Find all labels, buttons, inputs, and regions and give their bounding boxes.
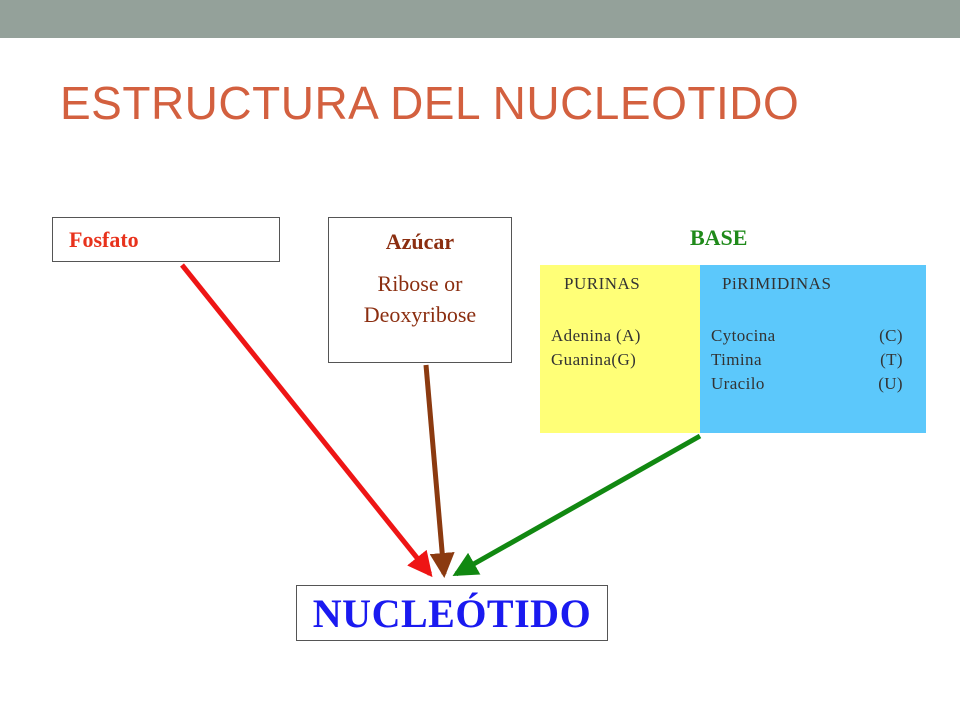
pirimidina-name: Cytocina bbox=[711, 326, 776, 345]
fosfato-label: Fosfato bbox=[69, 227, 139, 252]
pirimidina-uracilo: Uracilo (U) bbox=[711, 372, 903, 396]
purina-guanina: Guanina(G) bbox=[551, 350, 637, 369]
azucar-line-ribose: Ribose or bbox=[377, 271, 463, 296]
azucar-description: Ribose or Deoxyribose bbox=[329, 268, 511, 330]
arrow-fosfato bbox=[180, 263, 433, 578]
pirimidinas-panel: PiRIMIDINAS Cytocina (C) Timina (T) Urac… bbox=[700, 265, 926, 433]
nucleotido-box: NUCLEÓTIDO bbox=[296, 585, 608, 641]
nucleotido-label: NUCLEÓTIDO bbox=[312, 591, 592, 636]
arrow-base bbox=[452, 433, 702, 577]
slide-title: ESTRUCTURA DEL NUCLEOTIDO bbox=[60, 77, 800, 129]
pirimidina-name: Timina bbox=[711, 350, 762, 369]
fosfato-box: Fosfato bbox=[52, 217, 280, 262]
pirimidina-symbol: (T) bbox=[880, 350, 903, 369]
pirimidina-name: Uracilo bbox=[711, 374, 765, 393]
pirimidina-cytocina: Cytocina (C) bbox=[711, 324, 903, 348]
purinas-panel: PURINAS Adenina (A) Guanina(G) bbox=[540, 265, 700, 433]
pirimidina-timina: Timina (T) bbox=[711, 348, 903, 372]
purina-adenina: Adenina (A) bbox=[551, 326, 641, 345]
pirimidinas-header: PiRIMIDINAS bbox=[722, 274, 832, 293]
top-bar bbox=[0, 0, 960, 38]
purinas-list: Adenina (A) Guanina(G) bbox=[551, 324, 641, 372]
azucar-label: Azúcar bbox=[385, 229, 455, 254]
azucar-box: Azúcar Ribose or Deoxyribose bbox=[328, 217, 512, 363]
base-title: BASE bbox=[690, 225, 748, 250]
pirimidina-symbol: (C) bbox=[879, 326, 903, 345]
purinas-header: PURINAS bbox=[564, 274, 641, 293]
arrow-azucar bbox=[423, 364, 455, 578]
azucar-line-deoxyribose: Deoxyribose bbox=[363, 302, 477, 327]
pirimidina-symbol: (U) bbox=[878, 374, 903, 393]
pirimidinas-list: Cytocina (C) Timina (T) Uracilo (U) bbox=[711, 324, 903, 396]
